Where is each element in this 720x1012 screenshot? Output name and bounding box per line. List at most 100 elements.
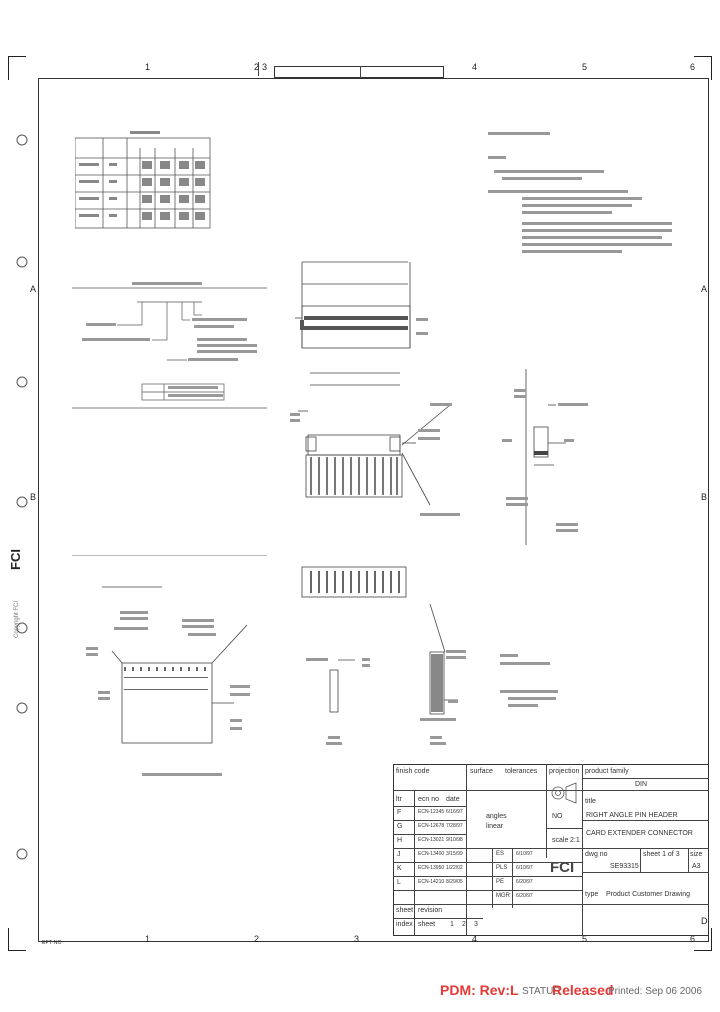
detail-views (306, 603, 466, 745)
part-number-coding (72, 282, 267, 409)
date-header: date (446, 796, 460, 803)
projection-symbol-icon (551, 782, 577, 804)
side-brand-logo: FCI (8, 549, 23, 570)
zone-bot-3: 3 (354, 934, 360, 944)
scale-label: scale (552, 837, 569, 844)
rev-ecn-3: ECN-13021 (418, 837, 445, 843)
connector-side-view (502, 369, 588, 545)
rev-date-4: 3/15/99 (446, 851, 463, 857)
title-label: title (585, 798, 596, 805)
zone-bot-6: 6 (690, 934, 696, 944)
crop-mark-tr-h (694, 56, 712, 57)
title-line-1: RIGHT ANGLE PIN HEADER (586, 812, 678, 819)
rev-ltr-6: L (397, 879, 401, 886)
angles-label: angles (486, 813, 507, 820)
svg-text:FCI: FCI (550, 859, 574, 876)
rev-ecn-6: ECN-14210 (418, 879, 445, 885)
approval-date-1: 6/10/97 (516, 851, 533, 857)
index-sheet-label: sheet (418, 921, 436, 928)
status-label: STATUS (522, 986, 560, 997)
printed-date: Printed: Sep 06 2006 (608, 986, 702, 997)
approval-date-2: 6/10/97 (516, 865, 533, 871)
crop-mark-tr-v (711, 56, 712, 80)
rev-ecn-4: ECN-13400 (418, 851, 445, 857)
size-value: A3 (692, 863, 701, 870)
top-title-strip (274, 66, 444, 78)
rev-ecn-1: ECN-12345 (418, 809, 445, 815)
title-line-2: CARD EXTENDER CONNECTOR (586, 830, 693, 837)
crop-mark-tl-h (8, 56, 26, 57)
zone-top-2: 2 (254, 62, 260, 72)
zone-top-6: 6 (690, 62, 696, 72)
approval-role-3: PE (496, 879, 505, 885)
crop-mark-tl-v (8, 56, 9, 80)
zone-top-5: 5 (582, 62, 588, 72)
size-label: size (690, 851, 703, 858)
rev-ecn-5: ECN-13950 (418, 865, 445, 871)
rev-header: ltr (396, 796, 402, 803)
approval-date-3: 6/20/97 (516, 879, 533, 885)
dimension-table (75, 131, 211, 229)
rev-ltr-2: G (397, 823, 403, 830)
ecn-header: ecn no (418, 796, 440, 803)
rev-date-3: 9/10/98 (446, 837, 463, 843)
surface-label: surface (470, 768, 493, 775)
crop-mark-br-h (694, 950, 712, 951)
revision-row-label: revision (418, 907, 443, 914)
projection-label: projection (549, 768, 580, 775)
approval-role-4: MGR (496, 893, 510, 899)
linear-label: linear (486, 823, 504, 830)
zone-bot-4: 4 (472, 934, 478, 944)
type-label: type (585, 891, 599, 898)
approval-date-4: 6/20/97 (516, 893, 533, 899)
product-family-value: DIN (635, 781, 648, 788)
binder-holes (16, 134, 28, 860)
zone-top-3: 3 (262, 62, 268, 72)
zone-bot-1: 1 (145, 934, 151, 944)
crop-mark-bl-v (8, 928, 9, 950)
zone-top-1: 1 (145, 62, 151, 72)
side-copyright: Copyright FCI (14, 600, 20, 638)
status-value: Released (552, 982, 614, 998)
rev-date-1: 6/16/97 (446, 809, 463, 815)
rev-ltr-5: K (397, 865, 402, 872)
title-block (393, 764, 709, 936)
product-family-label: product family (585, 768, 629, 775)
zone-top-4: 4 (472, 62, 478, 72)
index-value-1: 1 (450, 921, 454, 928)
crop-mark-br-v (711, 928, 712, 950)
general-notes (488, 132, 672, 253)
rev-ltr-1: F (397, 809, 402, 816)
type-value: Product Customer Drawing (606, 891, 691, 898)
drawing-number: SE93315 (610, 863, 639, 870)
connector-bottom-view (301, 566, 407, 598)
zone-right-a: A (701, 284, 708, 294)
sheet-row-label: sheet (396, 907, 414, 914)
no-label: NO (552, 813, 563, 820)
index-value-3: 3 (474, 921, 478, 928)
rev-ecn-2: ECN-12678 (418, 823, 445, 829)
crop-mark-bl-h (8, 950, 26, 951)
rev-ltr-4: J (397, 851, 401, 858)
rev-date-5: 1/22/02 (446, 865, 463, 871)
dwg-no-label: dwg no (585, 851, 608, 858)
sheet-label: sheet 1 of 3 (643, 851, 680, 858)
approval-role-1: ES (496, 851, 505, 857)
finish-code-label: finish code (396, 768, 430, 775)
scale-value: 2:1 (570, 837, 580, 844)
zone-bot-2: 2 (254, 934, 260, 944)
zone-right-d: D (701, 916, 708, 926)
zone-bot-5: 5 (582, 934, 588, 944)
drawing-frame (38, 78, 709, 942)
pcb-layout (72, 555, 267, 776)
index-row-label: index (396, 921, 413, 928)
tolerances-label: tolerances (505, 768, 538, 775)
bottom-left-note: EPT NO (42, 940, 62, 946)
detail-note (500, 654, 558, 707)
rev-ltr-3: H (397, 837, 403, 844)
zone-right-b: B (701, 492, 708, 502)
zone-left-a: A (30, 284, 37, 294)
index-value-2: 2 (462, 921, 466, 928)
connector-front-view (290, 372, 460, 516)
rev-date-2: 7/28/97 (446, 823, 463, 829)
